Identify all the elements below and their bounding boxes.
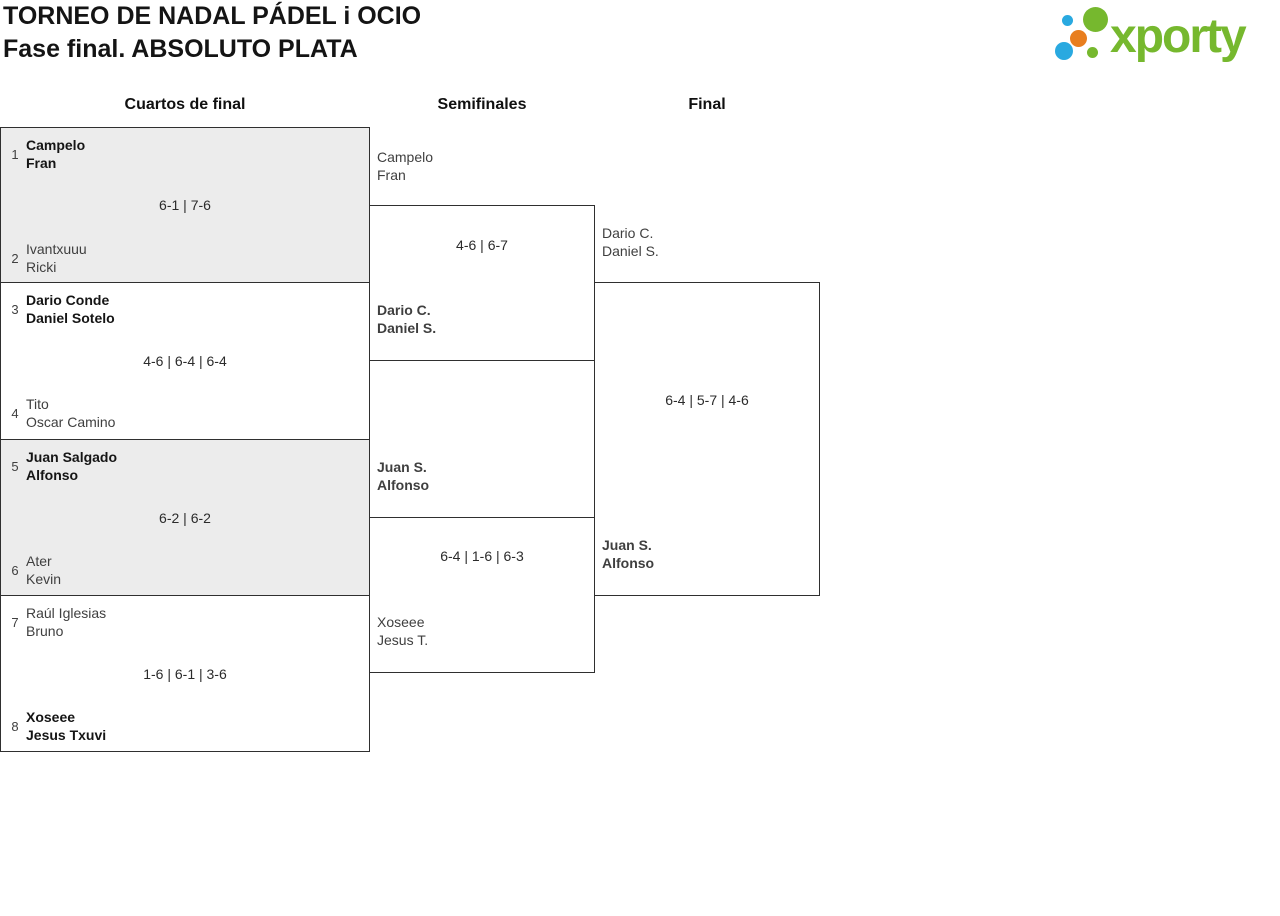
logo-dot-green-small-icon	[1087, 47, 1098, 58]
match-score: 4-6 | 6-4 | 6-4	[143, 353, 227, 369]
match-score: 4-6 | 6-7	[456, 237, 508, 253]
team-name: Xoseee Jesus T.	[377, 614, 429, 648]
team-name: Juan S. Alfonso	[602, 537, 655, 571]
logo-dot-blue-icon	[1055, 42, 1073, 60]
team-name: Ivantxuuu Ricki	[26, 241, 87, 275]
round-header-quarterfinals: Cuartos de final	[124, 96, 246, 113]
match-score: 6-1 | 7-6	[159, 197, 211, 213]
team-name: Dario C. Daniel S.	[602, 225, 659, 259]
match-score: 6-2 | 6-2	[159, 509, 211, 526]
qf2-team-a-row: 3 Dario Conde Daniel Sotelo	[8, 291, 361, 327]
qf1-team-a-row: 1 Campelo Fran	[8, 136, 361, 172]
qf3-team-b-row: 6 Ater Kevin	[8, 552, 361, 588]
page-title: TORNEO DE NADAL PÁDEL i OCIO	[3, 2, 422, 30]
sf-match-2-box	[369, 517, 595, 673]
logo-dot-orange-icon	[1070, 30, 1087, 47]
seed-number: 2	[11, 250, 19, 266]
logo-wordmark: xporty	[1110, 10, 1247, 63]
qf1-team-b-row: 2 Ivantxuuu Ricki	[8, 240, 361, 276]
sf-match-1-box	[369, 205, 595, 361]
round-header-semifinals: Semifinales	[437, 96, 527, 113]
team-name: Dario Conde Daniel Sotelo	[26, 292, 115, 326]
team-name: Campelo Fran	[377, 149, 434, 183]
quarterfinals-column: 1 Campelo Fran 6-1 | 7-6 2 Ivantxuuu Ric…	[0, 127, 370, 752]
team-name: Juan S. Alfonso	[377, 459, 430, 493]
logo-dot-green-large-icon	[1083, 7, 1108, 32]
seed-number: 1	[11, 146, 19, 162]
team-name: Raúl Iglesias Bruno	[26, 605, 107, 639]
team-name: Juan Salgado Alfonso	[26, 449, 118, 483]
qf4-team-b-row: 8 Xoseee Jesus Txuvi	[8, 708, 361, 744]
qf-match-2: 3 Dario Conde Daniel Sotelo 4-6 | 6-4 | …	[1, 283, 369, 440]
team-name: Tito Oscar Camino	[26, 396, 116, 430]
match-score: 6-4 | 1-6 | 6-3	[440, 548, 524, 564]
seed-number: 5	[11, 458, 19, 474]
seed-number: 8	[11, 718, 19, 734]
match-score: 6-4 | 5-7 | 4-6	[665, 392, 749, 408]
qf-match-4: 7 Raúl Iglesias Bruno 1-6 | 6-1 | 3-6 8 …	[1, 596, 369, 751]
seed-number: 6	[11, 562, 19, 578]
team-name: Ater Kevin	[26, 553, 62, 587]
qf-match-1: 1 Campelo Fran 6-1 | 7-6 2 Ivantxuuu Ric…	[1, 128, 369, 283]
team-name: Xoseee Jesus Txuvi	[26, 709, 107, 743]
seed-number: 3	[11, 301, 19, 317]
qf-match-3: 5 Juan Salgado Alfonso 6-2 | 6-2 6 Ater …	[1, 440, 369, 596]
seed-number: 7	[11, 614, 19, 630]
final-match-box	[594, 282, 820, 596]
qf2-team-b-row: 4 Tito Oscar Camino	[8, 395, 361, 431]
qf4-team-a-row: 7 Raúl Iglesias Bruno	[8, 604, 361, 640]
logo-dot-blue-small-icon	[1062, 15, 1073, 26]
team-name: Dario C. Daniel S.	[377, 302, 437, 336]
xporty-logo[interactable]: xporty	[1050, 2, 1278, 76]
seed-number: 4	[11, 405, 19, 421]
team-name: Campelo Fran	[26, 137, 86, 171]
match-score: 1-6 | 6-1 | 3-6	[143, 665, 227, 682]
qf3-team-a-row: 5 Juan Salgado Alfonso	[8, 448, 361, 484]
page-subtitle: Fase final. ABSOLUTO PLATA	[3, 35, 358, 63]
round-header-final: Final	[688, 96, 726, 113]
